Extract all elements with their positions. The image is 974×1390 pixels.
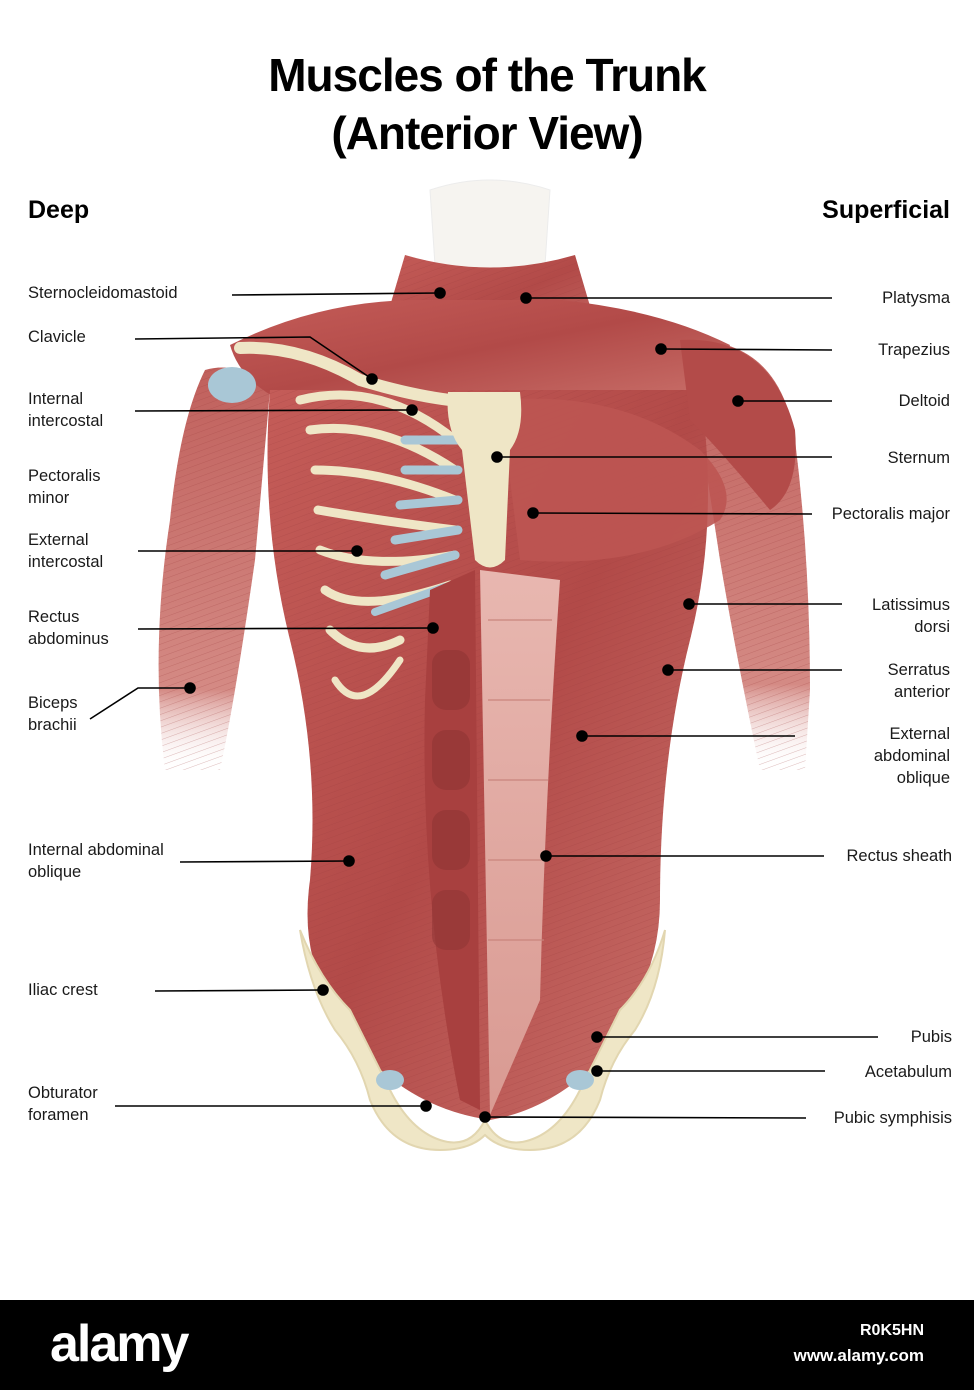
label-external-intercostal: External intercostal: [28, 529, 103, 573]
label-latissimus-dorsi: Latissimus dorsi: [872, 594, 950, 638]
label-sternum: Sternum: [888, 447, 950, 469]
brand-logo: alamy: [50, 1314, 187, 1374]
label-rectus-sheath: Rectus sheath: [847, 845, 952, 867]
label-pectoralis-major: Pectoralis major: [832, 503, 950, 525]
label-sternocleidomastoid: Sternocleidomastoid: [28, 282, 178, 304]
label-acetabulum: Acetabulum: [865, 1061, 952, 1083]
footer-url: www.alamy.com: [794, 1346, 924, 1366]
label-platysma: Platysma: [882, 287, 950, 309]
label-deltoid: Deltoid: [899, 390, 950, 412]
label-obturator-foramen: Obturator foramen: [28, 1082, 98, 1126]
label-rectus-abdominus: Rectus abdominus: [28, 606, 109, 650]
right-acetabulum: [566, 1070, 594, 1090]
label-serratus-anterior: Serratus anterior: [888, 659, 950, 703]
label-pubis: Pubis: [911, 1026, 952, 1048]
left-obturator: [376, 1070, 404, 1090]
shoulder-joint: [208, 367, 256, 403]
label-internal-intercostal: Internal intercostal: [28, 388, 103, 432]
label-pubic-symphisis: Pubic symphisis: [834, 1107, 952, 1129]
label-biceps-brachii: Biceps brachii: [28, 692, 78, 736]
footer-bar: alamy R0K5HN www.alamy.com: [0, 1300, 974, 1390]
label-external-abdominal-oblique: External abdominal oblique: [874, 723, 950, 789]
image-code: R0K5HN: [860, 1322, 924, 1340]
label-clavicle: Clavicle: [28, 326, 86, 348]
label-trapezius: Trapezius: [878, 339, 950, 361]
label-internal-abdominal-oblique: Internal abdominal oblique: [28, 839, 164, 883]
torso-illustration: [0, 0, 974, 1300]
label-iliac-crest: Iliac crest: [28, 979, 98, 1001]
label-pectoralis-minor: Pectoralis minor: [28, 465, 100, 509]
